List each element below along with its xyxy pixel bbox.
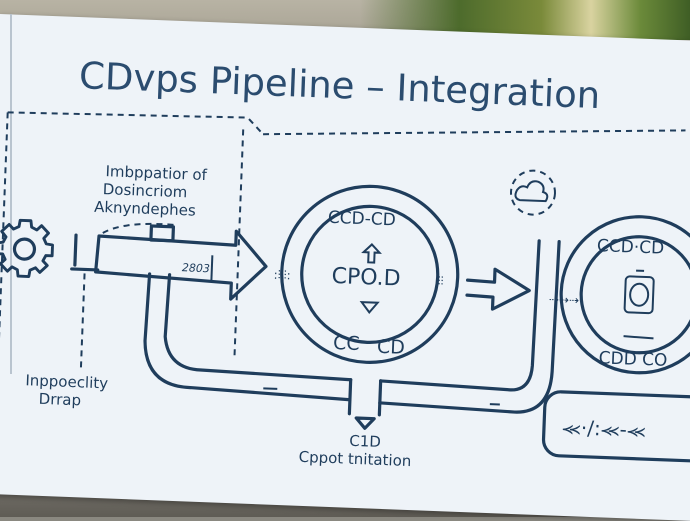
right-ring-top-label: CCD·CD [597, 236, 665, 259]
right-ring-left-ticks: ⇢⇢⇢ [549, 292, 580, 307]
center-ring [280, 184, 460, 364]
center-ring-center-label: CPO.D [331, 264, 401, 292]
output-caption: Cppot tnitation [298, 448, 411, 470]
bracket-mark [70, 233, 100, 272]
arrow-to-right-ring [465, 267, 531, 311]
center-ring-bottom-right-label: CD [377, 336, 406, 359]
center-ring-top-label: CCD-CD [327, 208, 396, 231]
right-ring [559, 215, 690, 375]
center-ring-bottom-left-label: CC [333, 332, 360, 355]
note-top-left-line-3: Aknyndephes [94, 198, 196, 220]
pipe-down-stub [347, 378, 383, 417]
ring-right-ticks: ⫶⫶ [437, 274, 444, 288]
dashed-connector-top-left [7, 111, 264, 135]
pipe-left-inner [163, 273, 353, 382]
gear-icon [0, 218, 54, 278]
diagram-title: CDvps Pipeline – Integration [78, 54, 601, 117]
dashed-connector-left [0, 112, 9, 341]
note-bottom-left-line-1: Inppoeclity [25, 371, 108, 392]
dashed-connector-top-right [263, 129, 686, 136]
note-top-left-line-1: Imbppatior of [105, 162, 208, 184]
note-top-left-line-2: Dosincriom [102, 180, 187, 201]
bottom-right-box-symbols: ⪻·/:⪻-⪻ [562, 415, 647, 442]
paper-fold-edge [10, 14, 12, 374]
device-icon [623, 269, 655, 340]
big-arrow-right [94, 224, 268, 301]
arrow-down-icon [359, 301, 380, 315]
pipe-right-inner [379, 239, 541, 392]
dashed-connector-mid [233, 129, 245, 360]
pipe-right-outer [378, 240, 561, 414]
bottom-right-box [541, 390, 690, 463]
dashed-connector-note [79, 273, 86, 369]
note-bottom-left-line-2: Drrap [38, 390, 81, 410]
pipe-left-outer [143, 272, 352, 402]
ring-left-ticks: :⫶⫶⫶: [273, 268, 291, 283]
cloud-icon [509, 169, 556, 216]
pipe-marks [263, 387, 500, 406]
right-ring-bottom-label: CDD CO [598, 348, 667, 371]
output-code: C1D [349, 432, 381, 451]
output-arrow-down-icon [354, 416, 376, 430]
arrow-label: 2803 [182, 261, 210, 275]
dashed-curve-arrow [100, 222, 174, 235]
arrow-up-icon [361, 243, 382, 264]
